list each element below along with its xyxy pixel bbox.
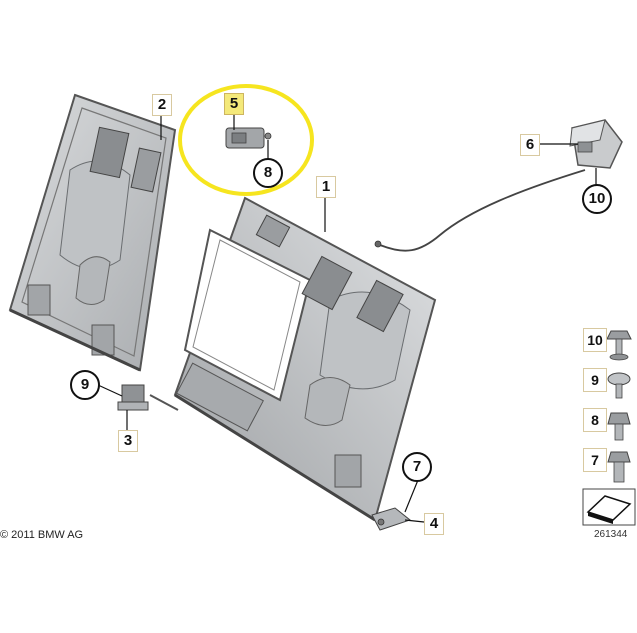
legend-item-8: 8 [583, 408, 607, 432]
legend-panel [582, 330, 636, 526]
callout-7: 7 [402, 452, 432, 482]
backrest-frame-right [173, 196, 437, 522]
release-cable [379, 169, 586, 252]
callout-4: 4 [424, 513, 444, 535]
callout-9: 9 [70, 370, 100, 400]
legend-item-9: 9 [583, 368, 607, 392]
callout-3: 3 [118, 430, 138, 452]
hinge-bracket [117, 384, 149, 411]
backrest-panel-left [8, 93, 177, 372]
bolt-7-icon [607, 451, 631, 483]
copyright-text: © 2011 BMW AG [0, 529, 84, 541]
legend-item-10: 10 [583, 328, 607, 352]
diagram-number: 261344 [594, 529, 628, 540]
callout-10: 10 [582, 184, 612, 214]
callout-1: 1 [316, 176, 336, 198]
screw-9-icon [607, 372, 631, 399]
direction-arrow-icon [582, 488, 636, 526]
latch-part [225, 127, 272, 149]
bolt-10-icon [606, 330, 632, 361]
callout-2: 2 [152, 94, 172, 116]
legend-item-7: 7 [583, 448, 607, 472]
leader-lines [97, 112, 597, 523]
callout-6: 6 [520, 134, 540, 156]
bolt-shaft [149, 394, 179, 411]
guide-block [569, 119, 623, 169]
cable-end [374, 240, 382, 248]
bolt-8-icon [607, 412, 631, 441]
highlight-ring [178, 84, 314, 196]
callout-8: 8 [253, 158, 283, 188]
callout-5: 5 [224, 93, 244, 115]
